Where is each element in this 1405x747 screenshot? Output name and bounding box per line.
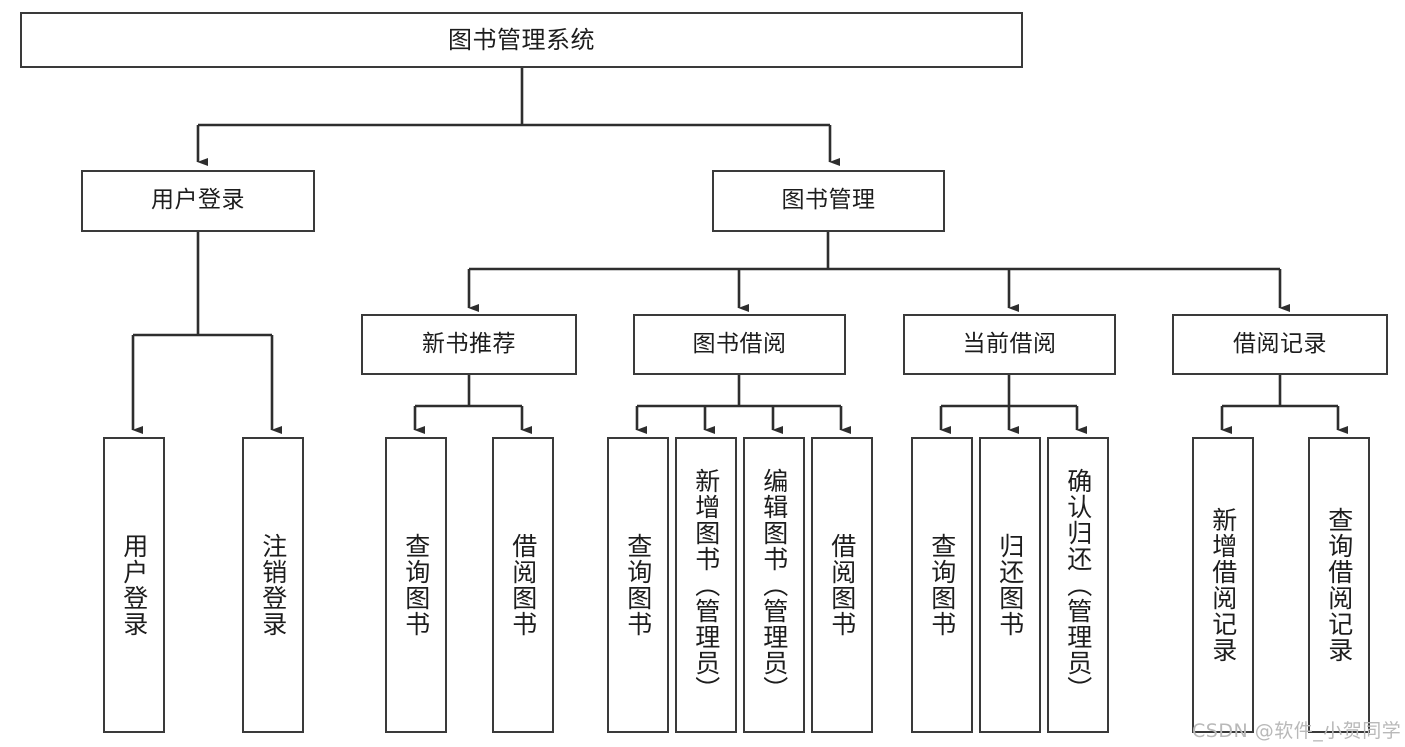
node-label: 借阅记录: [1233, 330, 1327, 357]
node-label: 图书借阅: [692, 330, 787, 357]
leaf-query-book-borrow[interactable]: 查询图书: [607, 437, 669, 733]
leaf-add-borrow-record[interactable]: 新增借阅记录: [1192, 437, 1254, 733]
csdn-watermark: CSDN @软件_小贺同学: [1192, 720, 1402, 742]
node-label: 查询图书: [401, 533, 431, 637]
node-label: 新增借阅记录: [1208, 507, 1238, 663]
node-label: 图书管理: [781, 187, 876, 214]
node-book-management[interactable]: 图书管理: [712, 170, 945, 232]
node-label: 借阅图书: [827, 533, 857, 637]
node-label: 注销登录: [258, 533, 288, 637]
leaf-user-login[interactable]: 用户登录: [103, 437, 165, 733]
node-label: 编辑图书（管理员）: [759, 468, 789, 702]
node-book-borrow[interactable]: 图书借阅: [633, 314, 846, 375]
leaf-user-logout[interactable]: 注销登录: [242, 437, 304, 733]
node-label: 确认归还（管理员）: [1063, 468, 1093, 702]
node-label: 新增图书（管理员）: [691, 468, 721, 702]
node-label: 用户登录: [151, 187, 245, 214]
leaf-confirm-return-admin[interactable]: 确认归还（管理员）: [1047, 437, 1109, 733]
node-label: 图书管理系统: [448, 25, 595, 54]
leaf-borrow-book[interactable]: 借阅图书: [811, 437, 873, 733]
leaf-borrow-book-recommend[interactable]: 借阅图书: [492, 437, 554, 733]
leaf-query-book-current[interactable]: 查询图书: [911, 437, 973, 733]
node-label: 用户登录: [119, 533, 149, 637]
node-label: 当前借阅: [962, 330, 1057, 357]
leaf-return-book[interactable]: 归还图书: [979, 437, 1041, 733]
node-new-book-recommend[interactable]: 新书推荐: [361, 314, 577, 375]
node-label: 新书推荐: [422, 330, 516, 357]
node-root-system[interactable]: 图书管理系统: [20, 12, 1023, 68]
leaf-query-book-recommend[interactable]: 查询图书: [385, 437, 447, 733]
node-current-borrow[interactable]: 当前借阅: [903, 314, 1116, 375]
leaf-edit-book-admin[interactable]: 编辑图书（管理员）: [743, 437, 805, 733]
node-borrow-record[interactable]: 借阅记录: [1172, 314, 1388, 375]
leaf-add-book-admin[interactable]: 新增图书（管理员）: [675, 437, 737, 733]
leaf-query-borrow-record[interactable]: 查询借阅记录: [1308, 437, 1370, 733]
node-label: 查询图书: [623, 533, 653, 637]
node-label: 查询图书: [927, 533, 957, 637]
node-user-login[interactable]: 用户登录: [81, 170, 315, 232]
node-label: 查询借阅记录: [1324, 507, 1354, 663]
node-label: 借阅图书: [508, 533, 538, 637]
node-label: 归还图书: [995, 533, 1025, 637]
